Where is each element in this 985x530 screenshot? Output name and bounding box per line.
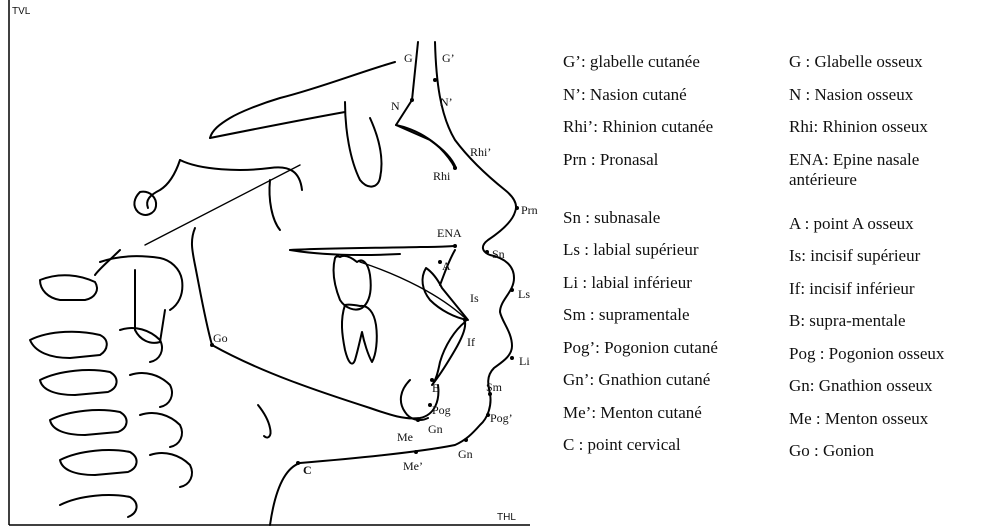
legend-item: G’: glabelle cutanée xyxy=(563,46,788,79)
thl-label: THL xyxy=(497,512,516,523)
hyoid xyxy=(258,405,271,438)
label-is: Is xyxy=(470,291,479,305)
legend-item: Go : Gonion xyxy=(789,435,984,468)
label-ls: Ls xyxy=(518,287,530,301)
lower-molar xyxy=(342,305,377,364)
sella-region xyxy=(147,160,180,208)
label-go: Go xyxy=(213,331,228,345)
legend-item: Pog’: Pogonion cutané xyxy=(563,332,788,365)
legend-item: Gn’: Gnathion cutané xyxy=(563,364,788,397)
soft-tissue-profile xyxy=(270,42,516,525)
legend-bone: G : Glabelle osseux N : Nasion osseux Rh… xyxy=(789,46,984,468)
lower-incisor xyxy=(432,322,465,385)
tvl-label: TVL xyxy=(12,6,31,17)
legend-soft-tissue: G’: glabelle cutanée N’: Nasion cutané R… xyxy=(563,46,788,462)
label-pog-prime: Pog’ xyxy=(490,411,513,425)
label-n: N xyxy=(391,99,400,113)
nasal-bone-inner xyxy=(396,125,455,168)
label-c: C xyxy=(303,463,312,477)
legend-item: A : point A osseux xyxy=(789,208,984,241)
label-pog: Pog xyxy=(432,403,451,417)
legend-item: Prn : Pronasal xyxy=(563,144,788,202)
label-rhi: Rhi xyxy=(433,169,451,183)
legend-item: Me : Menton osseux xyxy=(789,403,984,436)
pterygoid xyxy=(269,180,280,230)
legend-item: Pog : Pogonion osseux xyxy=(789,338,984,371)
legend-item: Gn: Gnathion osseux xyxy=(789,370,984,403)
upper-incisor xyxy=(423,268,468,320)
label-if: If xyxy=(467,335,475,349)
palate-lower xyxy=(290,250,400,255)
legend-item: Is: incisif supérieur xyxy=(789,240,984,273)
label-sm: Sm xyxy=(486,380,503,394)
legend-item: If: incisif inférieur xyxy=(789,273,984,306)
mandible-ramus xyxy=(192,228,212,345)
label-me-prime: Me’ xyxy=(403,459,423,473)
mandible-body xyxy=(212,345,438,418)
cranial-base-lower xyxy=(210,112,345,138)
label-gn-soft: Gn xyxy=(458,447,473,461)
legend-item: N’: Nasion cutané xyxy=(563,79,788,112)
legend-item: G : Glabelle osseux xyxy=(789,46,984,79)
cervical-vertebrae xyxy=(30,192,192,517)
label-ena: ENA xyxy=(437,226,462,240)
legend-item: C : point cervical xyxy=(563,429,788,462)
label-g: G xyxy=(404,51,413,65)
label-a: A xyxy=(442,259,451,273)
legend-item: Rhi’: Rhinion cutanée xyxy=(563,111,788,144)
legend-item: ENA: Epine nasale antérieure xyxy=(789,144,984,208)
legend-item: Me’: Menton cutané xyxy=(563,397,788,430)
label-rhi-prime: Rhi’ xyxy=(470,145,491,159)
legend-item: Rhi: Rhinion osseux xyxy=(789,111,984,144)
label-n-prime: N’ xyxy=(440,95,453,109)
legend-item: Sn : subnasale xyxy=(563,202,788,235)
symphysis xyxy=(401,380,428,420)
legend-item: B: supra-mentale xyxy=(789,305,984,338)
label-me: Me xyxy=(397,430,413,444)
label-prn: Prn xyxy=(521,203,538,217)
label-g-prime: G’ xyxy=(442,51,455,65)
label-b: B xyxy=(432,381,440,395)
frankfort-line xyxy=(145,165,300,245)
upper-molar xyxy=(334,256,371,310)
label-gn: Gn xyxy=(428,422,443,436)
orbit-contour xyxy=(345,102,382,187)
cranial-base-upper xyxy=(210,62,395,138)
label-li: Li xyxy=(519,354,530,368)
legend-item: Sm : supramentale xyxy=(563,299,788,332)
legend-item: Ls : labial supérieur xyxy=(563,234,788,267)
palatal-plane xyxy=(290,246,455,250)
clivus xyxy=(180,160,302,190)
label-sn: Sn xyxy=(492,247,505,261)
legend-item: N : Nasion osseux xyxy=(789,79,984,112)
legend-item: Li : labial inférieur xyxy=(563,267,788,300)
